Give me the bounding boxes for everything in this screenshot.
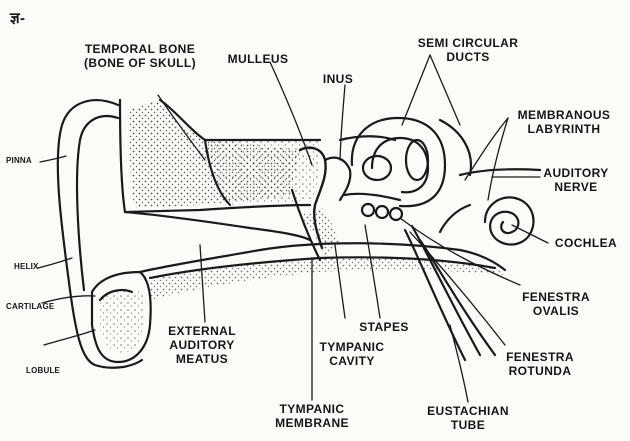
label-external-auditory-meatus: EXTERNAL AUDITORY MEATUS	[168, 324, 236, 366]
label-membranous-labyrinth: MEMBRANOUS LABYRINTH	[518, 108, 611, 136]
label-eustachian-tube: EUSTACHIAN TUBE	[427, 404, 509, 432]
lobule-fill	[100, 290, 144, 352]
stapes-2	[376, 206, 388, 218]
label-semi-circular-ducts: SEMI CIRCULAR DUCTS	[418, 36, 519, 64]
label-inus: INUS	[323, 72, 353, 86]
semicircular-duct-left	[363, 156, 391, 180]
page-code: ज्ञ-	[10, 10, 25, 27]
label-tympanic-cavity: TYMPANIC CAVITY	[320, 340, 385, 368]
helix-inner	[77, 116, 118, 290]
semicircular-duct-right	[406, 140, 428, 180]
label-lobule: LOBULE	[26, 366, 60, 376]
label-helix: HELIX	[14, 262, 39, 272]
meatus-upper	[125, 212, 310, 240]
label-tympanic-membrane: TYMPANIC MEMBRANE	[275, 402, 349, 430]
cochlea-spiral	[485, 197, 534, 244]
label-cartilage: CARTILAGE	[6, 302, 54, 312]
label-pinna: PINNA	[6, 156, 32, 166]
label-fenestra-rotunda: FENESTRA ROTUNDA	[506, 350, 574, 378]
label-auditory-nerve: AUDITORY NERVE	[543, 166, 608, 194]
label-fenestra-ovalis: FENESTRA OVALIS	[522, 290, 590, 318]
label-cochlea: COCHLEA	[555, 236, 617, 250]
stapes-1	[362, 204, 374, 216]
label-mulleus: MULLEUS	[228, 52, 289, 66]
label-stapes: STAPES	[359, 320, 409, 334]
label-temporal-bone: TEMPORAL BONE (BONE OF SKULL)	[84, 42, 196, 70]
semicircular-duct-inner	[372, 138, 428, 192]
